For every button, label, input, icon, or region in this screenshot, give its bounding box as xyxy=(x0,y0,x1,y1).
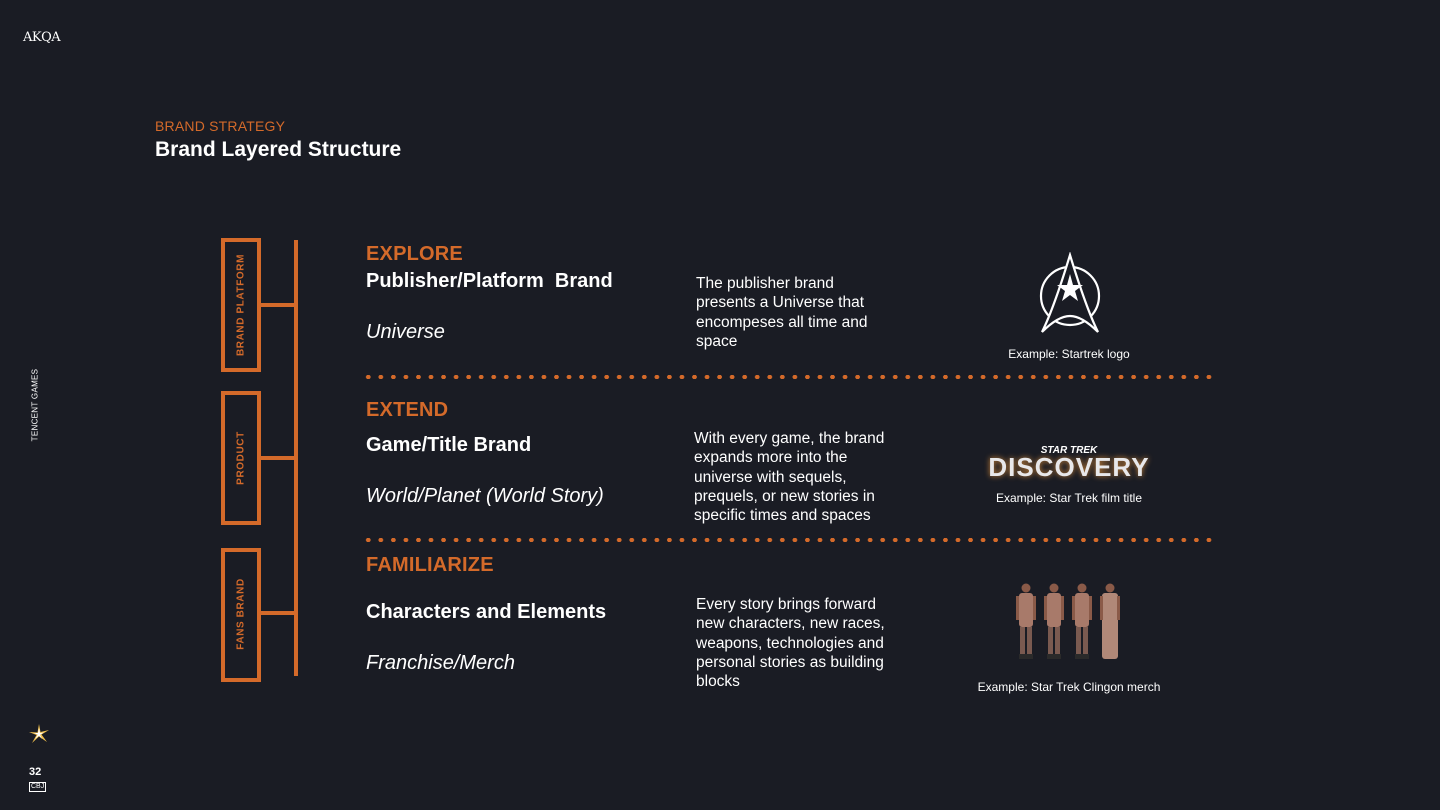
example-caption: Example: Startrek logo xyxy=(1008,347,1130,361)
page-title: Brand Layered Structure xyxy=(155,138,402,161)
bracket-label-platform: BRAND PLATFORM xyxy=(235,253,247,357)
tier-heading: FAMILIARIZE xyxy=(366,554,494,576)
tier-subtitle: Universe xyxy=(366,321,445,343)
discovery-logo-small: STAR TREK xyxy=(1040,445,1098,456)
client-label: TENCENT GAMES xyxy=(30,368,40,442)
tier-brand: Game/Title Brand xyxy=(366,434,532,456)
starfleet-delta-logo xyxy=(1039,252,1101,333)
tier-divider xyxy=(362,538,1214,542)
example-caption: Example: Star Trek Clingon merch xyxy=(977,680,1161,694)
bracket-label-fans: FANS BRAND xyxy=(235,578,247,650)
page-mark: CBJ xyxy=(29,782,47,792)
bracket-label-product: PRODUCT xyxy=(235,431,247,485)
klingon-figures xyxy=(1016,583,1120,659)
tier-heading: EXPLORE xyxy=(366,243,463,265)
tier-subtitle: Franchise/Merch xyxy=(366,652,515,674)
tier-description: With every game, the brand expands more … xyxy=(694,430,885,525)
tier-brand: Publisher/Platform Brand xyxy=(366,270,613,292)
tier-divider xyxy=(362,375,1214,379)
tier-subtitle: World/Planet (World Story) xyxy=(366,485,604,507)
akqa-logo: AKQA xyxy=(23,30,61,45)
tier-description: Every story brings forward new character… xyxy=(696,596,885,691)
tier-heading: EXTEND xyxy=(366,399,449,421)
example-caption: Example: Star Trek film title xyxy=(995,491,1143,505)
discovery-logo-title: DISCOVERY xyxy=(988,452,1150,482)
sparkle-icon xyxy=(27,722,51,751)
layer-bracket-diagram xyxy=(221,238,298,682)
tier-brand: Characters and Elements xyxy=(366,601,607,623)
page-number: 32 xyxy=(29,766,42,778)
tier-description: The publisher brand presents a Universe … xyxy=(696,275,868,350)
section-kicker: BRAND STRATEGY xyxy=(155,118,286,134)
